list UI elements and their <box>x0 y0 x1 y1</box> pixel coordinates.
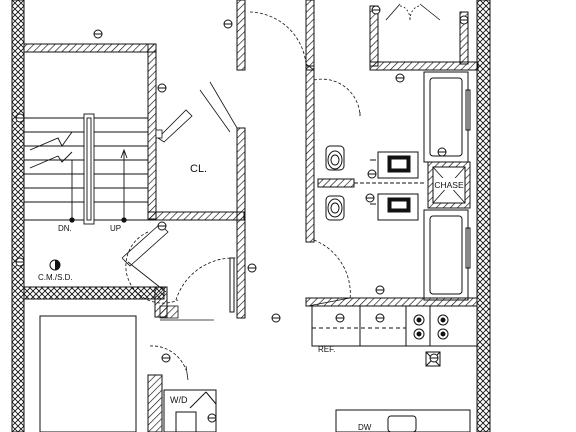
kitchen-counter <box>311 305 478 347</box>
door-swings <box>121 3 441 381</box>
washer-dryer <box>163 389 217 432</box>
hall-door-arc <box>175 257 237 301</box>
wardrobe <box>39 315 137 432</box>
bath-bottom-wall <box>305 297 478 307</box>
washer-dryer-label: W/D <box>170 395 188 405</box>
detector-label: C.M./S.D. <box>38 273 73 282</box>
light-fixture <box>375 313 385 323</box>
dishwasher-label: DW <box>358 423 372 432</box>
bathtubs <box>423 71 469 301</box>
stair-down-label: DN. <box>58 224 72 233</box>
light-fixture <box>437 147 447 157</box>
closet-right-wall <box>236 127 246 319</box>
closet-label: CL. <box>190 163 207 175</box>
vanity-wall <box>317 178 355 188</box>
stair <box>24 113 148 225</box>
entry-door-arc <box>249 11 307 65</box>
light-fixture <box>157 83 167 93</box>
toilets <box>325 145 345 221</box>
closet-door-left <box>157 109 193 143</box>
lavatories <box>354 151 424 221</box>
bath-door-arc <box>313 78 361 117</box>
chase-label: CHASE <box>434 180 464 190</box>
left-exterior-wall <box>11 0 25 432</box>
light-fixture <box>207 413 217 423</box>
range-burners <box>413 314 449 340</box>
closet-bottom-wall <box>147 211 245 221</box>
light-fixture <box>157 221 167 231</box>
kitchen-island <box>335 409 471 432</box>
bath-left-wall <box>305 65 315 243</box>
upper-tub <box>423 71 469 163</box>
light-fixture <box>395 73 405 83</box>
chase: CHASE <box>432 166 466 204</box>
light-fixture <box>371 5 381 15</box>
stair-break-line <box>29 131 73 151</box>
lower-tub <box>423 209 469 301</box>
closet-door-right <box>209 81 238 129</box>
light-fixture <box>375 285 385 295</box>
wall-light-fixtures <box>15 5 469 423</box>
top-mid-jamb <box>305 0 315 71</box>
light-fixture <box>459 15 469 25</box>
detector-symbol <box>49 259 61 271</box>
right-exterior-wall <box>476 0 491 432</box>
lower-left-pier <box>147 374 163 432</box>
top-left-jamb <box>236 0 246 71</box>
light-fixture <box>429 353 439 363</box>
light-fixture <box>271 313 281 323</box>
stair-handrail <box>83 113 95 225</box>
light-fixture <box>223 19 233 29</box>
light-fixture <box>335 313 345 323</box>
upper-closet-right-wall <box>459 11 469 65</box>
light-fixture <box>247 263 257 273</box>
light-fixture <box>15 257 25 267</box>
light-fixture <box>365 193 375 203</box>
left-mid-wall <box>23 286 165 300</box>
light-fixture <box>93 29 103 39</box>
upper-closet-wall <box>369 5 379 67</box>
stair-right-wall <box>147 43 157 220</box>
bath-lower-door-arc <box>313 239 351 301</box>
light-fixture <box>367 169 377 179</box>
refrigerator-label: REF. <box>318 345 335 354</box>
stair-up-label: UP <box>110 224 121 233</box>
hall-door-left-arc <box>125 231 179 304</box>
light-fixture <box>15 113 25 123</box>
light-fixture <box>161 353 171 363</box>
exterior-walls <box>11 0 491 432</box>
stair-top-wall <box>23 43 157 53</box>
